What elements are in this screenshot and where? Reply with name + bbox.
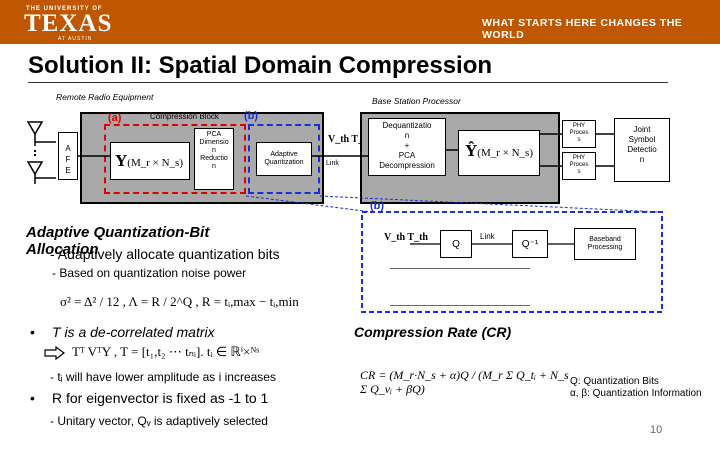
afe-box: A F E <box>58 132 78 180</box>
point-adaptive: - Adaptively allocate quantization bits <box>50 246 280 262</box>
y-dims: (M_r × N_s) <box>127 157 183 169</box>
yhat-matrix: Ŷ(M_r × N_s) <box>458 130 540 176</box>
y-symbol: Y <box>115 151 128 170</box>
quantization-frame <box>248 124 320 194</box>
vth-t-label: V_th T_th <box>328 134 372 145</box>
pca-box: PCA Dimensio n Reductio n <box>194 128 234 190</box>
sigma-equation: σ² = Δ² / 12 , Λ = R / 2^Q , R = tᵢ,max … <box>60 294 299 309</box>
antenna-icon <box>26 121 56 184</box>
label-b-top: (b) <box>244 110 259 122</box>
rre-label: Remote Radio Equipment <box>56 92 154 102</box>
yhat-dims: (M_r × N_s) <box>477 147 533 159</box>
header-banner <box>0 0 720 44</box>
dequantization-box: Dequantizatio n + PCA Decompression <box>368 118 446 176</box>
point-unitary: - Unitary vector, Qᵥ is adaptively selec… <box>50 414 268 428</box>
logo-sub-text: AT AUSTIN <box>58 36 93 42</box>
tagline: WHAT STARTS HERE CHANGES THE WORLD <box>482 17 683 41</box>
dequantizer-box: Q⁻¹ <box>512 230 548 258</box>
phy-process-box-2: PHY Proces s <box>562 152 596 180</box>
link-label: Link <box>326 160 339 167</box>
range-equations <box>390 268 530 306</box>
page-number: 10 <box>650 424 663 436</box>
compression-frame <box>104 124 246 194</box>
cr-heading: Compression Rate (CR) <box>354 324 512 340</box>
bullet-t-text: T is a de-correlated matrix <box>52 324 215 340</box>
link-label-2: Link <box>480 232 495 241</box>
compression-block-label: Compression Block <box>150 112 219 121</box>
bullet-dot-2: • <box>30 390 35 406</box>
cr-equation: CR = (M_r·N_s + α)Q / (M_r Σ Q_tᵢ + N_s … <box>360 368 569 396</box>
legend-alpha-beta: α, β: Quantization Information <box>570 388 702 399</box>
yhat-symbol: Ŷ <box>465 141 478 160</box>
bullet-r-text: R for eigenvector is fixed as -1 to 1 <box>52 390 269 406</box>
label-b-bottom: (b) <box>370 200 385 212</box>
arrow-icon <box>44 346 65 360</box>
joint-detection-box: Joint Symbol Detectio n <box>614 118 670 182</box>
quantizer-box: Q <box>440 230 472 258</box>
bullet-dot-1: • <box>30 324 35 340</box>
vth-t-label-2: V_th T_th <box>384 232 428 243</box>
y-matrix: Y(M_r × N_s) <box>110 142 190 180</box>
aqba-heading: Adaptive Quantization-Bit Allocation <box>26 224 210 258</box>
adaptive-quantization-box: Adaptive Quantization <box>256 142 312 176</box>
baseband-box: Baseband Processing <box>574 228 636 260</box>
title-divider <box>28 82 668 83</box>
label-a: (a) <box>108 112 122 124</box>
point-ti: - tᵢ will have lower amplitude as i incr… <box>50 370 276 384</box>
slide-title: Solution II: Spatial Domain Compression <box>28 52 493 79</box>
logo-top-text: THE UNIVERSITY OF <box>26 6 103 12</box>
logo-main-text: TEXAS <box>24 10 113 37</box>
point-noise: - Based on quantization noise power <box>52 266 247 280</box>
tt-equation: Tᵀ VᵀY , T = [t₁,t₂ ⋯ tₙᵢ]. tᵢ ∈ ℝⁱ×ᴺˢ <box>72 344 260 359</box>
bsp-label: Base Station Processor <box>372 96 461 106</box>
legend-q: Q: Quantization Bits <box>570 376 659 387</box>
phy-process-box-1: PHY Proces s <box>562 120 596 148</box>
